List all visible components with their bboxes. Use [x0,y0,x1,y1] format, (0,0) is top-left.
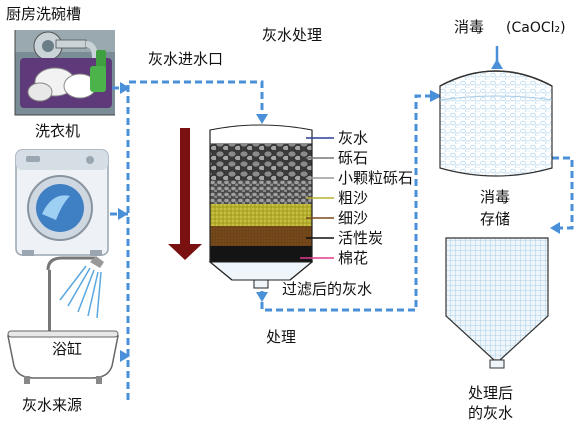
flow-direction-arrow [168,128,202,260]
label-output-1: 处理后 [468,384,514,402]
label-inlet: 灰水进水口 [148,50,224,68]
filter-label-small-gravel: 小颗粒砾石 [338,169,414,187]
layer-activated-carbon [210,246,312,262]
layer-cotton [208,261,314,281]
layer-coarse-sand [210,204,312,226]
filter-column [208,124,314,289]
filter-label-greywater: 灰水 [338,129,369,147]
label-disinfection-title: 消毒 [454,18,485,36]
kitchen-sink-illustration [14,30,115,116]
filter-label-gravel: 砾石 [338,149,369,167]
storage-tank [445,237,549,369]
disinfection-tank [439,70,553,177]
flow-arrows [118,59,560,362]
label-output-2: 的灰水 [468,404,514,422]
label-treatment-bottom: 处理 [266,328,297,346]
label-kitchen-sink: 厨房洗碗槽 [6,5,82,23]
label-tank-disinfect: 消毒 [480,188,511,206]
layer-small-gravel [210,180,312,204]
label-bathtub: 浴缸 [52,340,83,358]
filter-label-coarse-sand: 粗沙 [338,189,369,207]
filter-label-fine-sand: 细沙 [338,209,369,227]
label-greywater-source: 灰水来源 [22,396,83,414]
filter-label-activated-carbon: 活性炭 [338,229,384,247]
label-chemical: (CaOCl₂) [506,20,566,36]
bathtub-illustration [7,256,119,384]
washing-machine-illustration [15,149,109,256]
label-treatment-title: 灰水处理 [262,26,323,44]
filter-label-cotton: 棉花 [338,249,369,267]
layer-fine-sand [210,226,312,246]
label-washing-machine: 洗衣机 [35,122,81,140]
label-filtered-water: 过滤后的灰水 [282,280,373,298]
label-tank-storage: 存储 [480,210,511,228]
pipe-collector [126,80,264,400]
filter-leader-lines [300,137,334,259]
pipe-tank-to-storage [552,156,574,230]
layer-gravel [210,144,312,180]
